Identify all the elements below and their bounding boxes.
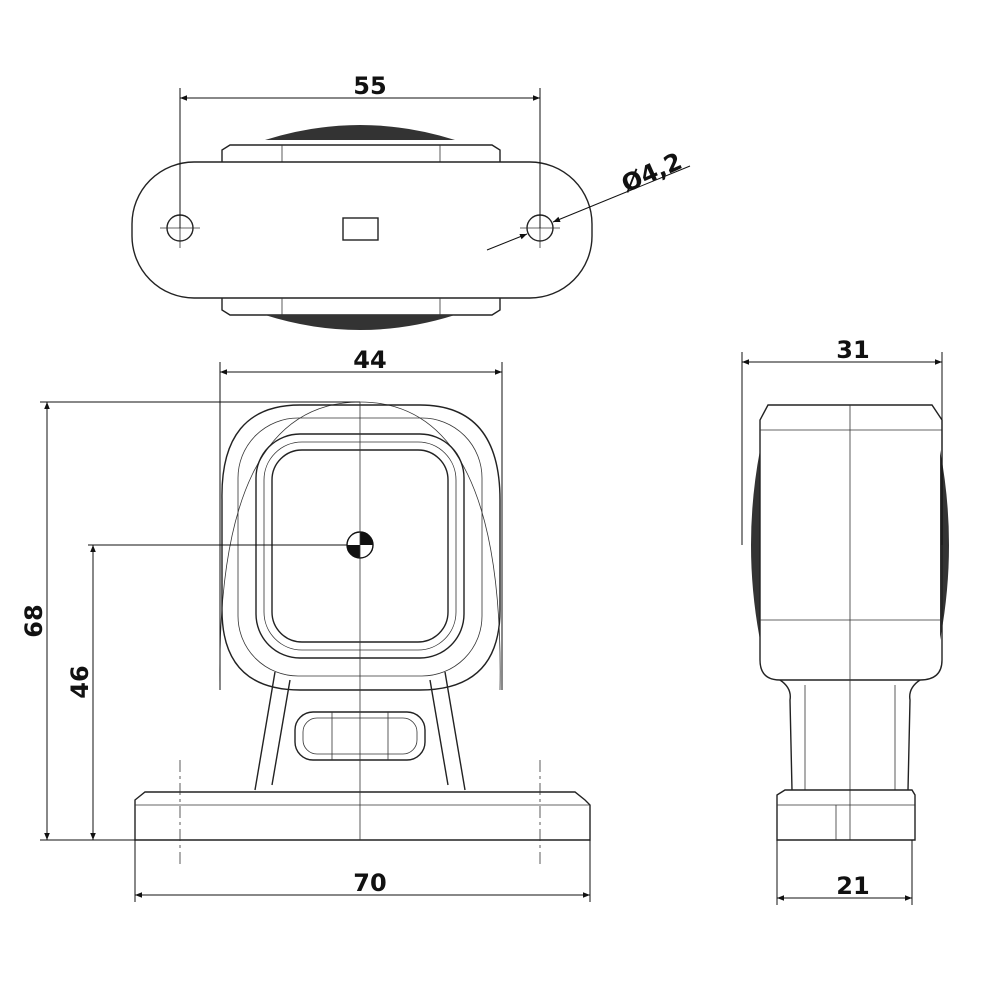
base (134, 791, 591, 841)
dimension-46: 46 (66, 544, 347, 840)
dim-label-68: 68 (20, 604, 48, 637)
side-view (751, 404, 949, 841)
slot (342, 217, 379, 241)
dimension-44: 44 (219, 346, 503, 690)
dim-label-diameter: Ø4,2 (617, 147, 686, 198)
lamp-head (221, 404, 501, 691)
dimension-68: 68 (20, 401, 360, 841)
dimension-31: 31 (741, 336, 943, 545)
knurl-bottom (265, 315, 455, 330)
mounting-plate (131, 161, 593, 299)
side-body (759, 404, 943, 681)
dim-label-46: 46 (66, 665, 94, 698)
dimension-55: 55 (179, 72, 541, 228)
dimension-21: 21 (776, 840, 913, 905)
knurl-top (265, 125, 455, 140)
dim-label-31: 31 (836, 336, 869, 364)
front-view (134, 401, 591, 865)
dim-label-21: 21 (836, 872, 869, 900)
side-base (776, 789, 916, 841)
dimension-70: 70 (134, 840, 591, 902)
top-view (131, 125, 593, 330)
dim-label-55: 55 (353, 72, 386, 100)
dim-label-44: 44 (353, 346, 386, 374)
dim-label-70: 70 (353, 869, 386, 897)
